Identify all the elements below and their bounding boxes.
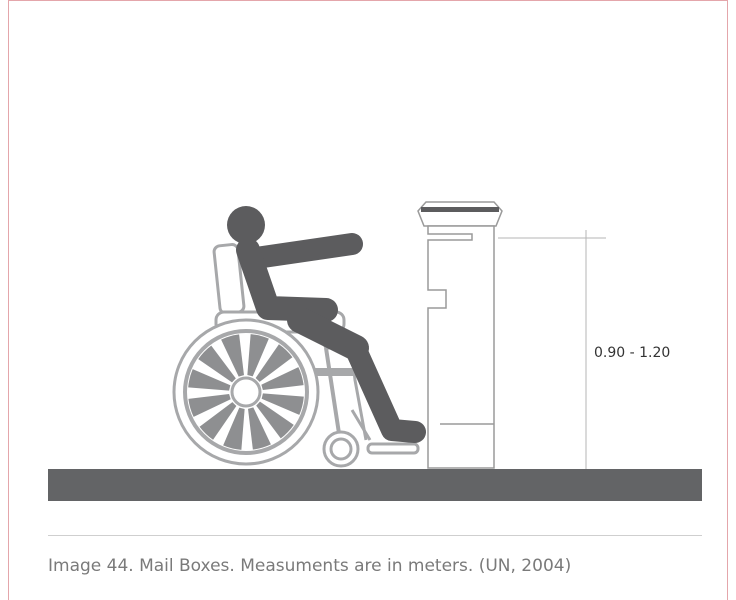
wheel-spoke [248, 407, 271, 450]
wheel-spoke [261, 367, 304, 390]
wheel-spoke [221, 334, 244, 377]
dimension-label: 0.90 - 1.20 [594, 345, 670, 361]
person-head [227, 206, 265, 244]
main-wheel [172, 318, 320, 466]
wheelchair-footrest [366, 442, 420, 455]
wheel-spoke [261, 393, 304, 415]
seated-person [227, 206, 426, 443]
ground-bar [48, 469, 702, 501]
person-thigh [287, 307, 369, 361]
wheel-spoke [188, 369, 231, 391]
figure-frame [8, 0, 728, 600]
person-arm [245, 233, 363, 269]
wheel-spoke [255, 344, 293, 382]
caster-wheel [322, 430, 360, 468]
wheel-spoke [198, 345, 236, 383]
mailbox-cap [417, 201, 503, 227]
mailbox-cap-band [421, 207, 499, 212]
mailbox [417, 201, 503, 469]
person-leg [345, 339, 426, 443]
wheel-spoke [199, 402, 237, 440]
wheel-spoke [247, 334, 269, 377]
wheel-spoke [256, 401, 294, 439]
caption-divider [48, 535, 702, 536]
figure-caption: Image 44. Mail Boxes. Measuments are in … [48, 556, 572, 576]
mailbox-body [427, 225, 495, 469]
wheel-spoke [188, 394, 231, 417]
wheel-spoke [223, 407, 245, 450]
height-dimension [498, 230, 606, 469]
